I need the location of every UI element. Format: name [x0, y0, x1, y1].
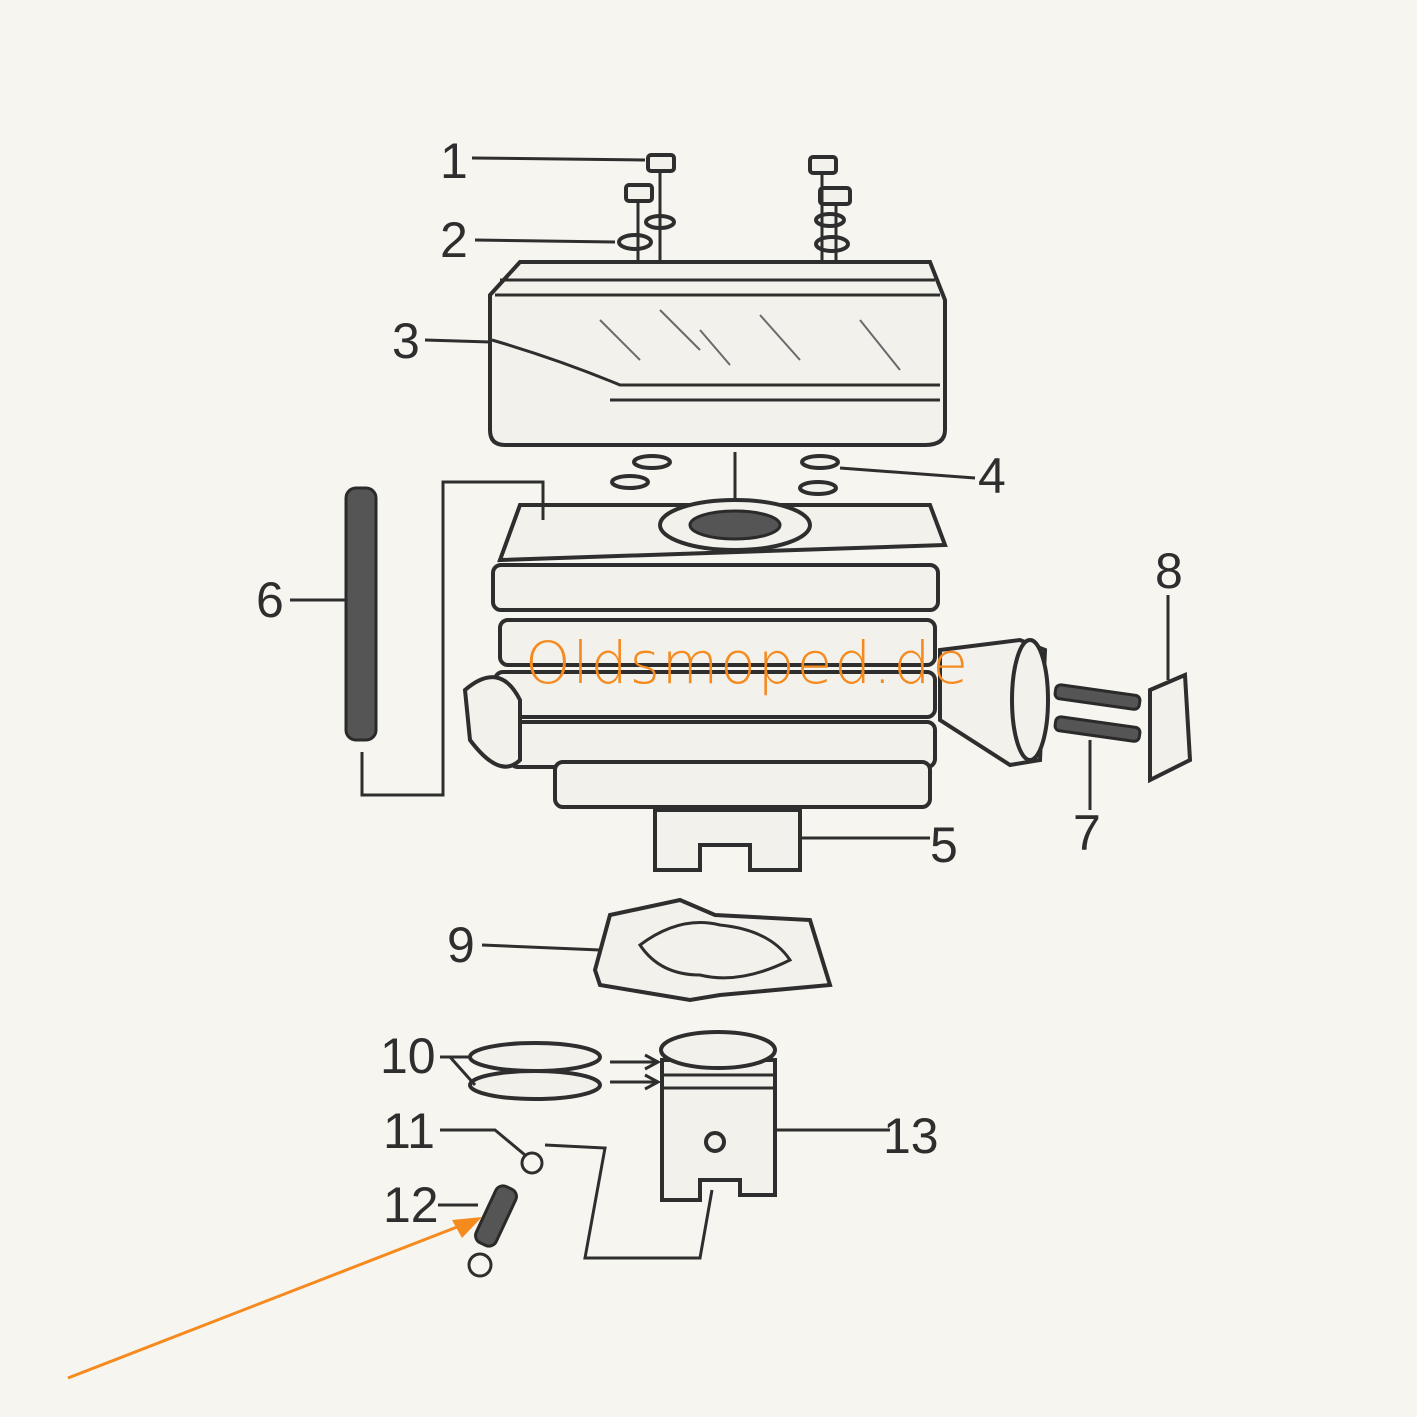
exhaust-studs	[1053, 683, 1142, 810]
watermark-text: Oldsmoped.de	[525, 629, 970, 697]
callout-7: 7	[1073, 805, 1101, 861]
callout-12: 12	[383, 1177, 439, 1233]
cylinder	[462, 498, 1050, 872]
exhaust-gasket	[1148, 672, 1193, 784]
callout-3: 3	[392, 313, 420, 369]
callout-1: 1	[440, 133, 468, 189]
piston-rings	[440, 1041, 662, 1101]
leader-lines	[290, 156, 976, 952]
callout-11: 11	[383, 1103, 435, 1159]
callout-4: 4	[978, 448, 1006, 504]
head-washers	[610, 452, 840, 525]
callout-labels: 1 2 3 4 5 6 7 8 9 10 11 12 13	[256, 133, 1183, 1233]
callout-13: 13	[883, 1108, 939, 1164]
piston-pin-circlips	[438, 1128, 714, 1278]
callout-5: 5	[930, 817, 958, 873]
base-gasket	[592, 897, 833, 1003]
base-gasket-bore	[637, 921, 793, 980]
callout-8: 8	[1155, 543, 1183, 599]
callout-2: 2	[440, 212, 468, 268]
piston	[659, 1030, 890, 1202]
callout-10: 10	[380, 1028, 436, 1084]
callout-9: 9	[447, 917, 475, 973]
nuts-washers	[617, 153, 852, 262]
callout-6: 6	[256, 572, 284, 628]
pointer-arrow	[67, 1217, 482, 1380]
cylinder-head	[488, 260, 947, 447]
stud	[344, 480, 545, 797]
